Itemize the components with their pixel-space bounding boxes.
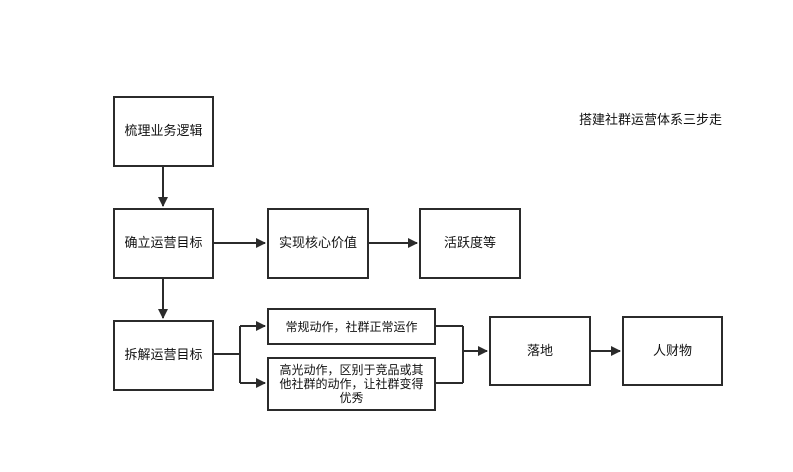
node-split-operation-goal: 拆解运营目标 — [113, 320, 214, 391]
node-landing: 落地 — [489, 316, 591, 386]
node-resources: 人财物 — [622, 316, 723, 386]
node-sort-business-logic: 梳理业务逻辑 — [113, 96, 214, 167]
node-label: 高光动作，区别于竞品或其他社群的动作，让社群变得优秀 — [279, 363, 424, 405]
node-activity-etc: 活跃度等 — [419, 208, 521, 279]
node-realize-core-value: 实现核心价值 — [267, 208, 369, 279]
node-set-operation-goal: 确立运营目标 — [113, 208, 214, 279]
node-highlight-actions: 高光动作，区别于竞品或其他社群的动作，让社群变得优秀 — [267, 357, 436, 411]
node-label: 实现核心价值 — [278, 236, 357, 251]
node-label: 活跃度等 — [443, 236, 496, 251]
node-label: 确立运营目标 — [124, 236, 203, 251]
diagram-title: 搭建社群运营体系三步走 — [579, 113, 723, 128]
node-label: 人财物 — [652, 343, 692, 359]
node-label: 落地 — [526, 343, 553, 359]
node-label: 拆解运营目标 — [124, 348, 203, 363]
node-label: 梳理业务逻辑 — [124, 124, 203, 139]
node-label: 常规动作，社群正常运作 — [285, 319, 418, 334]
node-routine-actions: 常规动作，社群正常运作 — [267, 308, 436, 345]
